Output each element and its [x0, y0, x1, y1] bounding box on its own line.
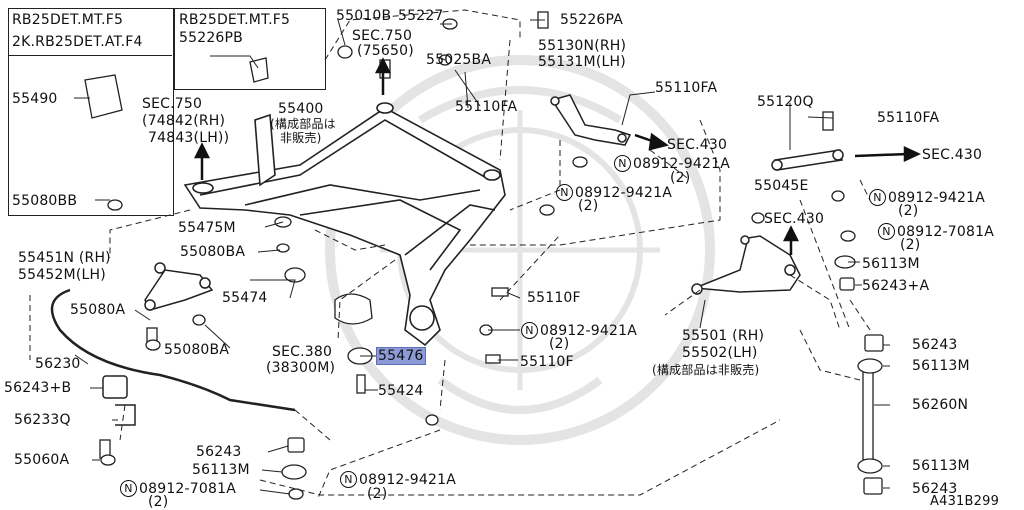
label-55452m: 55452M(LH): [18, 267, 106, 283]
label-sec430-1: SEC.430: [667, 137, 728, 153]
label-55227: 55227: [398, 8, 444, 24]
nut-callout-4-qty: (2): [900, 237, 921, 253]
nut-callout-1-part: 08912-9421A: [633, 156, 730, 172]
watermark-emblem: [325, 55, 715, 445]
nut-symbol-icon: N: [340, 471, 357, 488]
label-sec750-top-a: SEC.750: [352, 28, 413, 44]
lateral-link-drawing: [771, 149, 844, 171]
nut-callout-2-qty: (2): [578, 198, 599, 214]
bushing-56243b: [102, 375, 128, 399]
label-56113m-3: 56113M: [912, 458, 970, 474]
inset-box-left: [8, 8, 174, 216]
nut-symbol-icon: N: [869, 189, 886, 206]
nut-callout-1-qty: (2): [670, 170, 691, 186]
inset-left-header-2: 2K.RB25DET.AT.F4: [12, 34, 143, 50]
nut-symbol-icon: N: [521, 322, 538, 339]
label-sec380-b: (38300M): [266, 360, 336, 376]
label-sec750-left-a: SEC.750: [142, 96, 203, 112]
label-55110f-2: 55110F: [520, 354, 574, 370]
label-55502: 55502(LH): [682, 345, 758, 361]
stabilizer-bar-drawing: [50, 288, 296, 412]
label-56260n: 56260N: [912, 397, 969, 413]
inset-left-header-1: RB25DET.MT.F5: [12, 12, 124, 28]
label-55110fa-1: 55110FA: [455, 99, 518, 115]
label-55080ba-1: 55080BA: [180, 244, 246, 260]
label-sec380-a: SEC.380: [272, 344, 333, 360]
label-55025ba: 55025BA: [426, 52, 492, 68]
left-link-drawing: [144, 262, 214, 311]
label-sec750-top-b: (75650): [357, 43, 414, 59]
nut-callout-7-qty: (2): [148, 494, 169, 510]
label-56113m-1: 56113M: [862, 256, 920, 272]
nut-symbol-icon: N: [614, 155, 631, 172]
label-56230: 56230: [35, 356, 81, 372]
label-55424: 55424: [378, 383, 424, 399]
label-56113m-2: 56113M: [912, 358, 970, 374]
label-56233q: 56233Q: [14, 412, 71, 428]
label-55501: 55501 (RH): [682, 328, 765, 344]
label-56243b: 56243+B: [4, 380, 72, 396]
label-55010b: 55010B: [336, 8, 392, 24]
nut-callout-4-part: 08912-7081A: [897, 224, 994, 240]
label-55080a: 55080A: [70, 302, 126, 318]
label-55110fa-2: 55110FA: [655, 80, 718, 96]
label-55080ba-2: 55080BA: [164, 342, 230, 358]
rod-56260n: [862, 369, 874, 461]
nut-symbol-icon: N: [556, 184, 573, 201]
nut-callout-7-part: 08912-7081A: [139, 481, 236, 497]
label-55400: 55400: [278, 101, 324, 117]
label-55501-note: (構成部品は非販売): [652, 363, 760, 377]
label-sec750-left-c: 74843(LH)): [148, 130, 230, 146]
label-55226pb: 55226PB: [179, 30, 243, 46]
label-55080bb: 55080BB: [12, 193, 78, 209]
upper-link-drawing: [550, 94, 632, 146]
label-55400-note-b: 非販売): [280, 131, 322, 145]
label-55474: 55474: [222, 290, 268, 306]
label-56243-3: 56243: [196, 444, 242, 460]
nut-callout-2-part: 08912-9421A: [575, 185, 672, 201]
diagram-id: A431B299: [930, 494, 1000, 509]
label-55110f-1: 55110F: [527, 290, 581, 306]
subframe-drawing: [183, 102, 506, 347]
label-56243-1: 56243: [912, 337, 958, 353]
label-56113m-4: 56113M: [192, 462, 250, 478]
label-55110fa-3: 55110FA: [877, 110, 940, 126]
nut-symbol-icon: N: [878, 223, 895, 240]
label-sec430-3: SEC.430: [764, 211, 825, 227]
label-55226pa: 55226PA: [560, 12, 624, 28]
label-55451n: 55451N (RH): [18, 250, 111, 266]
label-55120q: 55120Q: [757, 94, 814, 110]
label-55131m: 55131M(LH): [538, 54, 626, 70]
label-55490: 55490: [12, 91, 58, 107]
nut-callout-6-qty: (2): [367, 486, 388, 502]
label-55475m: 55475M: [178, 220, 236, 236]
label-55476-highlighted[interactable]: 55476: [376, 347, 426, 365]
nut-callout-3-qty: (2): [898, 203, 919, 219]
label-sec430-2: SEC.430: [922, 147, 983, 163]
label-56243a: 56243+A: [862, 278, 930, 294]
nut-symbol-icon: N: [120, 480, 137, 497]
label-55130n: 55130N(RH): [538, 38, 627, 54]
nut-callout-3-part: 08912-9421A: [888, 190, 985, 206]
label-55045e: 55045E: [754, 178, 809, 194]
label-55400-note-a: (構成部品は: [270, 117, 336, 131]
inset-mid-header: RB25DET.MT.F5: [179, 12, 291, 28]
nut-callout-6-part: 08912-9421A: [359, 472, 456, 488]
nut-callout-5-qty: (2): [549, 336, 570, 352]
nut-callout-5-part: 08912-9421A: [540, 323, 637, 339]
inset-box-mid: [174, 8, 326, 90]
label-sec750-left-b: (74842(RH): [142, 113, 226, 129]
label-56243-2: 56243: [912, 481, 958, 497]
inset-box-left-header-divider: [8, 55, 172, 56]
label-55060a: 55060A: [14, 452, 70, 468]
